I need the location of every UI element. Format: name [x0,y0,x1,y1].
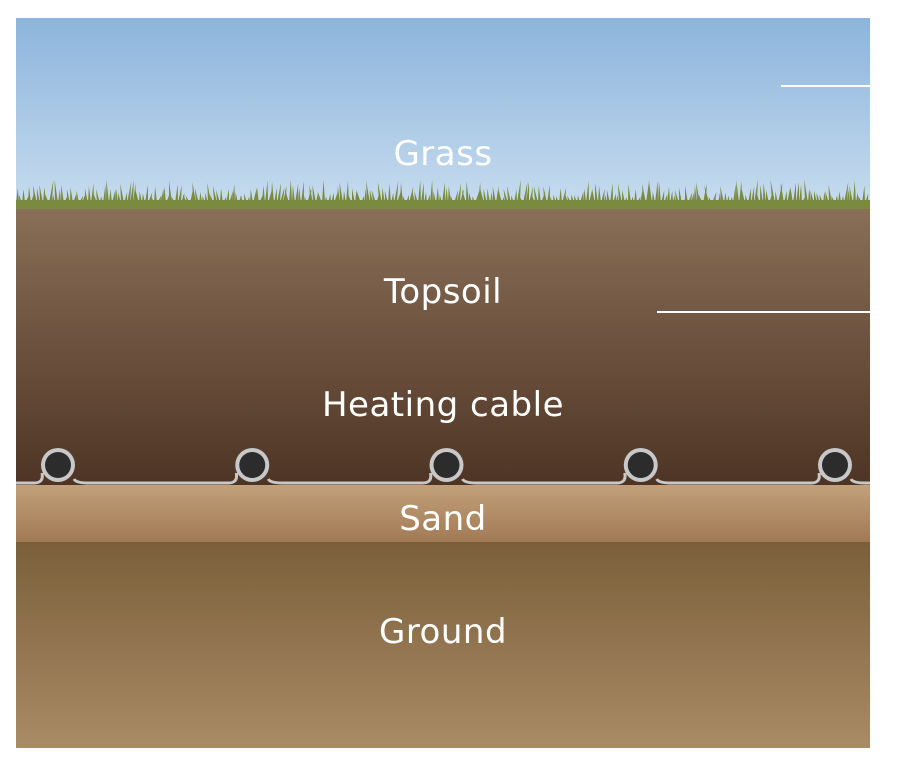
heating-cable-label: Heating cable [322,385,564,425]
cable-core [239,452,266,478]
grass-base [16,200,870,209]
sand-layer [16,485,870,542]
grass-blade-path [16,179,869,203]
cable-core [45,452,71,478]
grass-blades [16,179,870,209]
heating-cables [16,448,870,485]
grass-label: Grass [393,134,492,174]
cable-core [433,452,460,478]
sand-label: Sand [399,499,487,539]
ground-label: Ground [379,612,507,652]
topsoil-label: Topsoil [383,272,502,312]
cable-sheath-line [16,472,870,485]
cable-core [627,452,654,478]
sky-layer [16,18,870,208]
cable-core [822,452,848,478]
topsoil-layer [16,205,870,485]
ground-layer [16,542,870,748]
